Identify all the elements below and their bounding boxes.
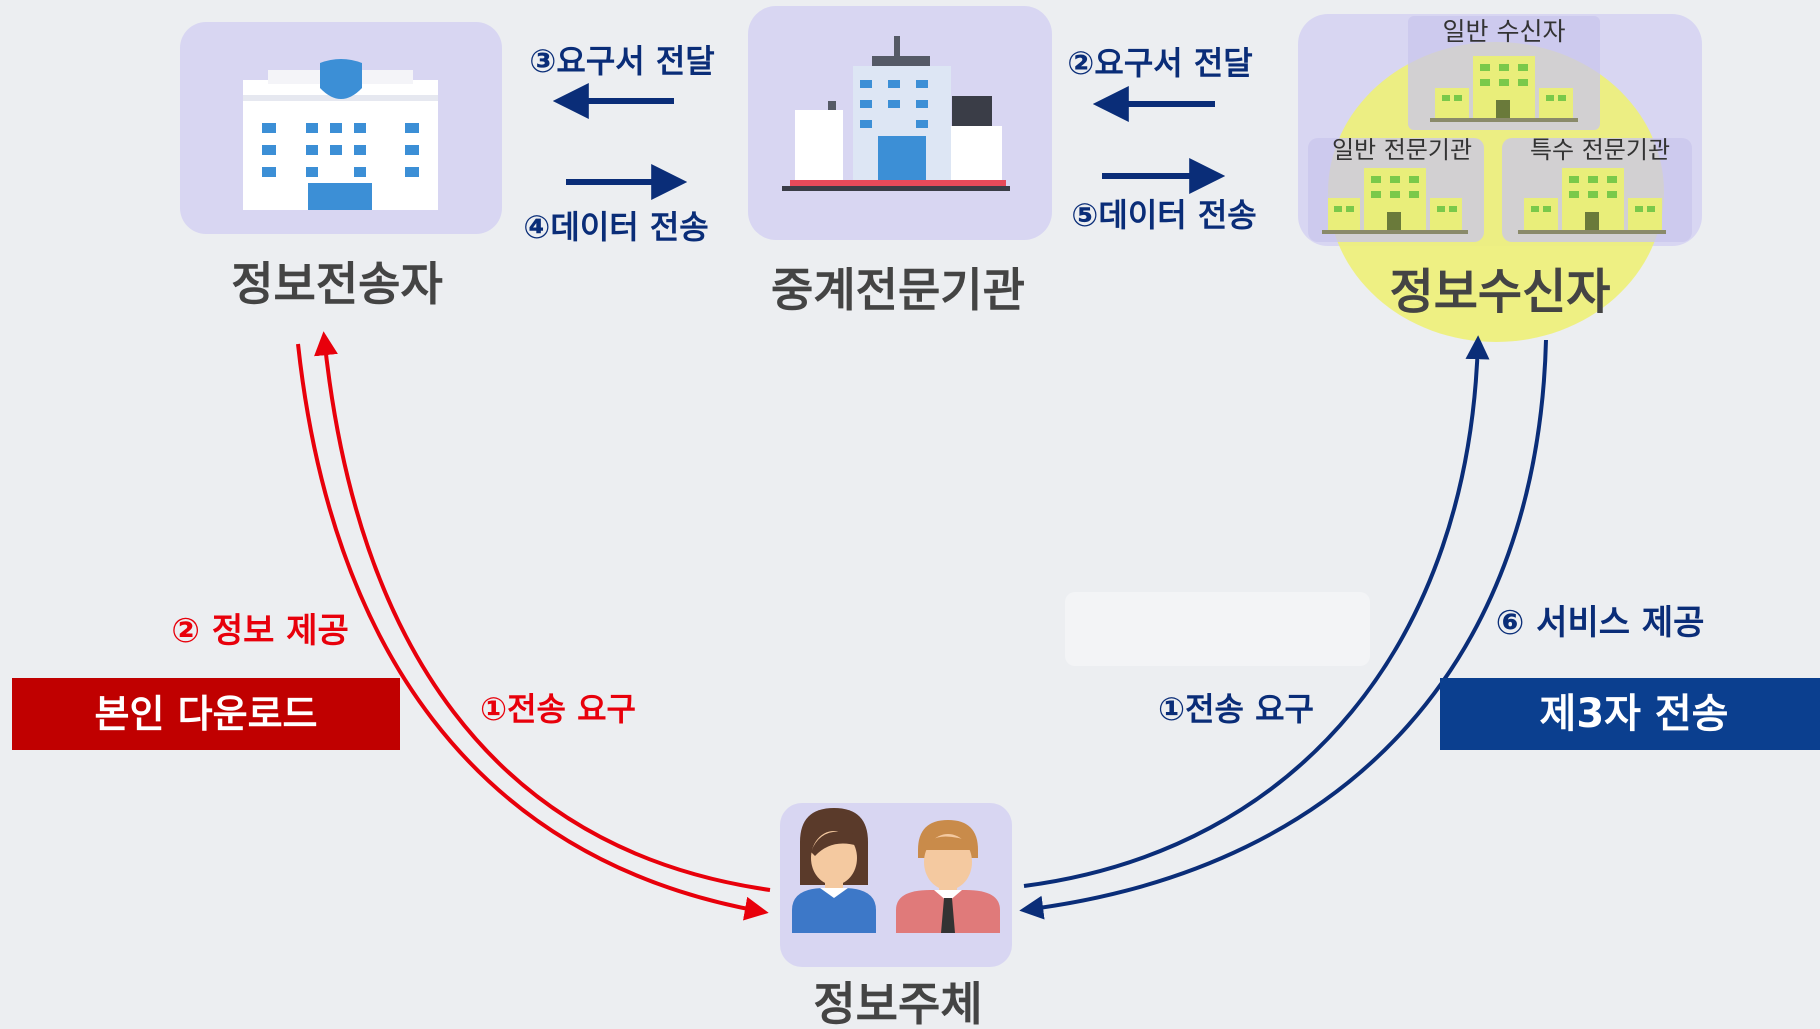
sender-label: 정보전송자: [231, 257, 443, 311]
people-icon: [792, 808, 1000, 933]
badge-self-download-label: 본인 다운로드: [95, 692, 318, 736]
subject-label: 정보주체: [813, 977, 982, 1029]
arrow-subject-to-sender: [314, 331, 771, 892]
arrow-subject-to-receiver: [1023, 335, 1490, 888]
label-receiver-service: ⑥ 서비스 제공: [1496, 603, 1705, 643]
label-subject-request-left: ①전송 요구: [480, 690, 636, 728]
sender-node: 정보전송자: [180, 22, 502, 311]
blank-panel: [1065, 592, 1370, 666]
hospital-building-icon: [243, 59, 438, 210]
receiver-label: 정보수신자: [1390, 264, 1611, 320]
label-relay-to-sender: ③요구서 전달: [529, 42, 714, 80]
label-subject-request-right: ①전송 요구: [1158, 690, 1314, 728]
general-specialized-label: 일반 전문기관: [1332, 136, 1472, 164]
relay-label: 중계전문기관: [771, 263, 1025, 317]
arrow-sender-to-subject: [296, 343, 769, 921]
special-specialized-building-icon: [1518, 168, 1666, 234]
arrow-receiver-to-subject: [1019, 339, 1548, 920]
special-specialized-label: 특수 전문기관: [1530, 136, 1670, 164]
subject-node: 정보주체: [780, 803, 1012, 1029]
label-sender-to-relay: ④데이터 전송: [523, 208, 708, 246]
office-tower-icon: [782, 36, 1010, 191]
badge-self-download: 본인 다운로드: [12, 678, 400, 750]
label-receiver-to-relay: ②요구서 전달: [1067, 44, 1252, 82]
receiver-node: 일반 수신자 일반 전문기관 특수 전문기관 정보수신자: [1298, 14, 1702, 342]
badge-third-party-label: 제3자 전송: [1540, 691, 1729, 737]
general-specialized-building-icon: [1322, 168, 1468, 234]
general-receiver-building-icon: [1430, 56, 1578, 122]
general-receiver-label: 일반 수신자: [1443, 17, 1566, 46]
label-sender-provide: ② 정보 제공: [171, 611, 349, 651]
relay-node: 중계전문기관: [748, 6, 1052, 317]
badge-third-party: 제3자 전송: [1440, 678, 1820, 750]
label-relay-to-receiver: ⑤데이터 전송: [1071, 196, 1256, 234]
